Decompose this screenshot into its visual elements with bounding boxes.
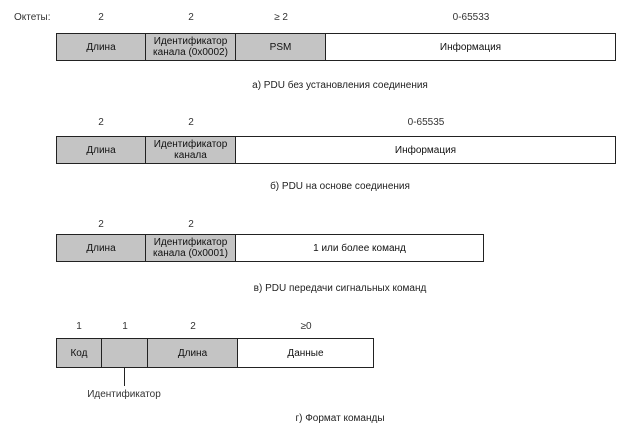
field-c-length: Длина — [56, 234, 146, 262]
size-b-channel: 2 — [188, 117, 194, 128]
caption-a: а) PDU без установления соединения — [252, 80, 428, 91]
identifier-pointer-label: Идентификатор — [87, 389, 161, 400]
size-a-length: 2 — [98, 12, 104, 23]
caption-b: б) PDU на основе соединения — [270, 181, 410, 192]
field-c-channel-id: Идентификатор канала (0x0001) — [146, 234, 236, 262]
size-a-channel: 2 — [188, 12, 194, 23]
field-a-info: Информация — [326, 33, 616, 61]
field-b-length: Длина — [56, 136, 146, 164]
field-d-identifier — [102, 338, 148, 368]
size-a-psm: ≥ 2 — [274, 12, 288, 23]
size-d-length: 2 — [190, 321, 196, 332]
identifier-pointer-line — [124, 368, 126, 386]
size-c-channel: 2 — [188, 219, 194, 230]
size-d-code: 1 — [76, 321, 82, 332]
size-b-info: 0-65535 — [407, 117, 445, 128]
field-a-length: Длина — [56, 33, 146, 61]
size-d-data: ≥0 — [300, 321, 312, 332]
pdu-a-frame: Длина Идентификатор канала (0x0002) PSM … — [56, 33, 616, 61]
field-d-length: Длина — [148, 338, 238, 368]
octets-label: Октеты: — [14, 12, 51, 23]
pdu-b-frame: Длина Идентификатор канала Информация — [56, 136, 616, 164]
size-c-length: 2 — [98, 219, 104, 230]
field-d-data: Данные — [238, 338, 374, 368]
size-a-info: 0-65533 — [452, 12, 490, 23]
field-c-commands: 1 или более команд — [236, 234, 484, 262]
pdu-d-frame: Код Длина Данные — [56, 338, 374, 368]
size-d-id: 1 — [122, 321, 128, 332]
field-a-channel-id: Идентификатор канала (0x0002) — [146, 33, 236, 61]
size-b-length: 2 — [98, 117, 104, 128]
field-a-psm: PSM — [236, 33, 326, 61]
field-b-info: Информация — [236, 136, 616, 164]
field-d-code: Код — [56, 338, 102, 368]
field-b-channel-id: Идентификатор канала — [146, 136, 236, 164]
caption-c: в) PDU передачи сигнальных команд — [253, 283, 427, 294]
caption-d: г) Формат команды — [295, 413, 385, 424]
pdu-c-frame: Длина Идентификатор канала (0x0001) 1 ил… — [56, 234, 484, 262]
